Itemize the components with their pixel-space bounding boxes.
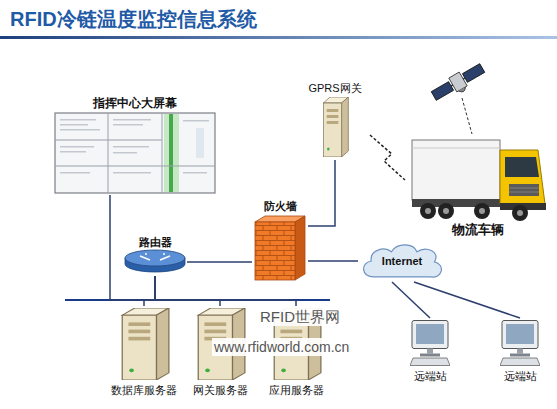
network-link bbox=[392, 282, 430, 318]
network-link bbox=[187, 261, 252, 263]
network-link bbox=[370, 135, 405, 180]
truck-illustration bbox=[412, 140, 546, 221]
icon-area bbox=[398, 318, 462, 368]
screen-illustration bbox=[55, 113, 215, 193]
router: 路由器 bbox=[123, 234, 187, 276]
icon-area bbox=[488, 318, 552, 368]
node-label: GPRS网关 bbox=[308, 80, 361, 96]
icon-area bbox=[405, 130, 550, 222]
gprs-server-icon bbox=[323, 97, 348, 157]
node-label: 路由器 bbox=[139, 234, 172, 250]
icon-area bbox=[300, 96, 370, 160]
cloud-label: Internet bbox=[382, 253, 422, 269]
icon-area bbox=[106, 306, 182, 382]
watermark-text: RFID世界网 bbox=[258, 308, 342, 326]
icon-area bbox=[252, 214, 308, 282]
node-label: 防火墙 bbox=[264, 198, 297, 214]
network-link bbox=[144, 276, 155, 306]
node-label: 远端站 bbox=[504, 368, 537, 384]
node-label: 物流车辆 bbox=[452, 222, 504, 238]
network-link bbox=[308, 160, 335, 226]
database-server-icon bbox=[122, 308, 169, 380]
terminal-icon bbox=[410, 321, 450, 366]
database-server: 数据库服务器 bbox=[106, 306, 182, 398]
header-rule bbox=[0, 36, 557, 39]
remote-station: 远端站 bbox=[488, 318, 552, 384]
network-link bbox=[414, 282, 520, 318]
remote-station: 远端站 bbox=[398, 318, 462, 384]
node-label: 网关服务器 bbox=[193, 382, 248, 398]
command-screen: 指挥中心大屏幕 bbox=[50, 95, 220, 195]
logistics-truck: 物流车辆 bbox=[405, 130, 550, 238]
node-label: 指挥中心大屏幕 bbox=[93, 95, 177, 111]
internet-cloud: Internet bbox=[358, 240, 446, 282]
router-icon bbox=[125, 250, 185, 272]
firewall-icon bbox=[255, 216, 305, 280]
satellite-signal bbox=[462, 98, 472, 134]
firewall: 防火墙 bbox=[252, 198, 308, 282]
icon-area bbox=[50, 111, 220, 195]
icon-area bbox=[123, 250, 187, 276]
gprs-gateway: GPRS网关 bbox=[300, 80, 370, 160]
node-label: 应用服务器 bbox=[269, 382, 324, 398]
network-link bbox=[308, 260, 358, 262]
diagram-title: RFID冷链温度监控信息系统 bbox=[10, 7, 257, 31]
watermark-text: www.rfidworld.com.cn bbox=[212, 338, 351, 356]
node-label: 数据库服务器 bbox=[111, 382, 177, 398]
satellite-icon bbox=[430, 61, 488, 105]
network-link bbox=[155, 276, 296, 306]
terminal-icon bbox=[500, 321, 540, 366]
network-link bbox=[155, 276, 220, 306]
node-label: 远端站 bbox=[414, 368, 447, 384]
